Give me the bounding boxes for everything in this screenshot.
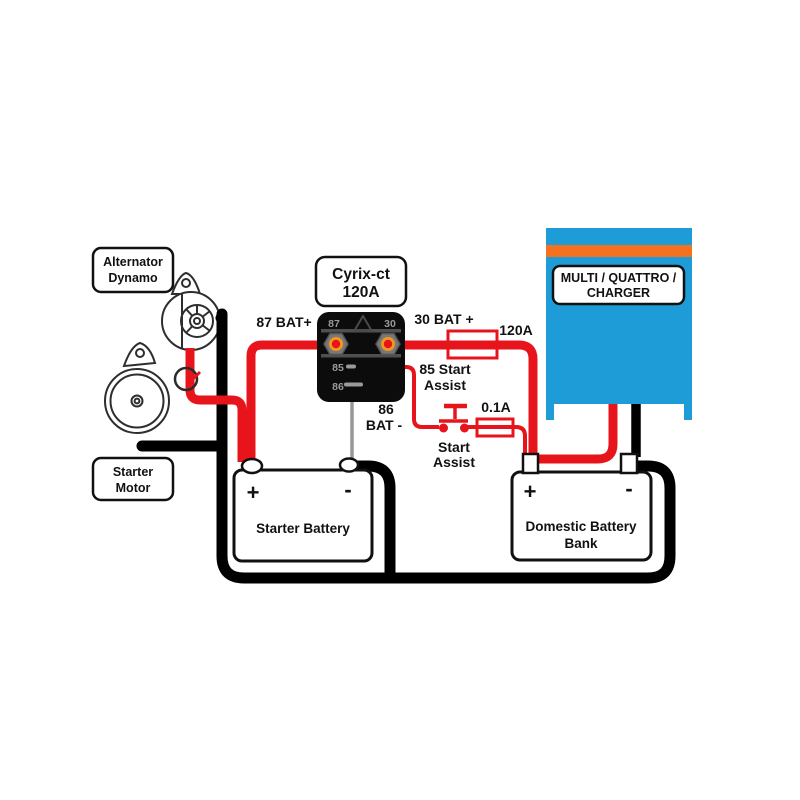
alternator-ground-dot — [215, 312, 227, 324]
relay-bar-bottom — [321, 354, 401, 358]
domestic-battery-body — [510, 470, 653, 562]
label-87-bat-plus: 87 BAT+ — [256, 314, 311, 330]
victron-triangle-icon — [353, 315, 373, 332]
charger-unit: MULTI / QUATTRO / CHARGER — [546, 228, 692, 420]
starter-battery-post-negative — [338, 457, 360, 473]
relay-terminal-85-label: 85 — [332, 362, 344, 374]
cable-ring — [173, 366, 199, 392]
label-86-line1: 86 — [378, 401, 394, 417]
label-switch-line2: Assist — [433, 454, 475, 470]
label-86-line2: BAT - — [366, 417, 403, 433]
charger-body — [546, 228, 692, 404]
ground-bus-wire — [216, 308, 676, 584]
domestic-battery-name-line1: Domestic Battery — [525, 519, 637, 534]
charger-positive-wire — [539, 402, 618, 464]
switch-fuse-wire — [468, 425, 527, 458]
relay-pin-85 — [346, 364, 356, 369]
domestic-battery-name-line2: Bank — [564, 536, 598, 551]
relay-label-line2: 120A — [342, 284, 379, 301]
charger-label-line2: CHARGER — [587, 286, 650, 300]
starter-battery: + - Starter Battery — [232, 457, 374, 563]
switch-contact-right — [460, 423, 469, 433]
charger-foot-right — [684, 396, 692, 420]
label-main-fuse: 120A — [499, 322, 532, 338]
domestic-battery-minus: - — [625, 476, 632, 501]
starter-motor-label-box — [91, 456, 175, 502]
label-boxes: Alternator Dynamo Starter Motor Cyrix-ct… — [91, 246, 408, 502]
label-85-start-line2: Assist — [424, 377, 466, 393]
negative-wiring — [136, 308, 676, 584]
relay-terminal-30-label: 30 — [384, 318, 396, 330]
domestic-battery-post-negative — [619, 452, 639, 475]
starter-body-inner — [109, 373, 165, 429]
relay-label-line1: Cyrix-ct — [332, 266, 390, 283]
small-fuse-0-1a — [475, 417, 515, 438]
switch-contact-left — [439, 423, 448, 433]
relay-30-wire — [388, 340, 538, 456]
domestic-battery-post-positive — [521, 452, 540, 475]
starter-motor-label-line1: Starter — [113, 465, 153, 479]
starter-battery-body — [232, 468, 374, 563]
positive-wiring — [185, 340, 618, 464]
label-30-bat-plus: 30 BAT + — [414, 311, 473, 327]
alternator-mount-hole — [181, 278, 191, 288]
label-small-fuse: 0.1A — [481, 399, 511, 415]
relay-stud-87-core — [331, 339, 341, 349]
main-fuse-120a — [446, 329, 499, 360]
relay-87-wire — [246, 340, 336, 462]
cable-ring-tick — [187, 370, 202, 385]
starter-motor-drawing — [104, 341, 170, 434]
relay-terminal-86-label: 86 — [332, 381, 344, 393]
relay-pin-86 — [344, 382, 363, 387]
starter-motor-label-line2: Motor — [116, 481, 151, 495]
label-85-start-line1: 85 Start — [419, 361, 471, 377]
starter-shaft — [133, 397, 141, 405]
relay-label-box — [314, 255, 408, 308]
relay-terminal-87-label: 87 — [328, 318, 340, 330]
cyrix-relay: 87 30 85 86 — [317, 312, 405, 402]
domestic-battery-plus: + — [524, 479, 537, 504]
start-assist-switch — [439, 403, 469, 433]
label-switch-line1: Start — [438, 439, 470, 455]
charger-foot-left — [546, 396, 554, 420]
alternator-output-wire — [185, 348, 247, 462]
relay-stud-30-core — [383, 339, 393, 349]
starter-battery-post-positive — [240, 457, 264, 475]
charger-label-line1: MULTI / QUATTRO / — [561, 271, 677, 285]
starter-mount-hole — [135, 348, 145, 358]
starter-battery-minus: - — [344, 477, 351, 502]
wire-labels: 87 BAT+ 30 BAT + 120A 85 Start Assist 86… — [256, 311, 532, 470]
alternator-drawing — [161, 271, 221, 351]
starter-battery-negative-wire — [352, 460, 396, 576]
starter-battery-name: Starter Battery — [256, 521, 350, 536]
domestic-battery: + - Domestic Battery Bank — [510, 452, 653, 562]
starter-battery-plus: + — [247, 480, 260, 505]
charger-orange-stripe — [546, 245, 692, 257]
alternator-label-line2: Dynamo — [108, 271, 158, 285]
alternator-shaft — [193, 317, 201, 325]
alternator-label-line1: Alternator — [103, 255, 163, 269]
alternator-label-box — [91, 246, 175, 294]
charger-label-box — [551, 264, 686, 306]
relay-85-wire — [353, 365, 439, 429]
